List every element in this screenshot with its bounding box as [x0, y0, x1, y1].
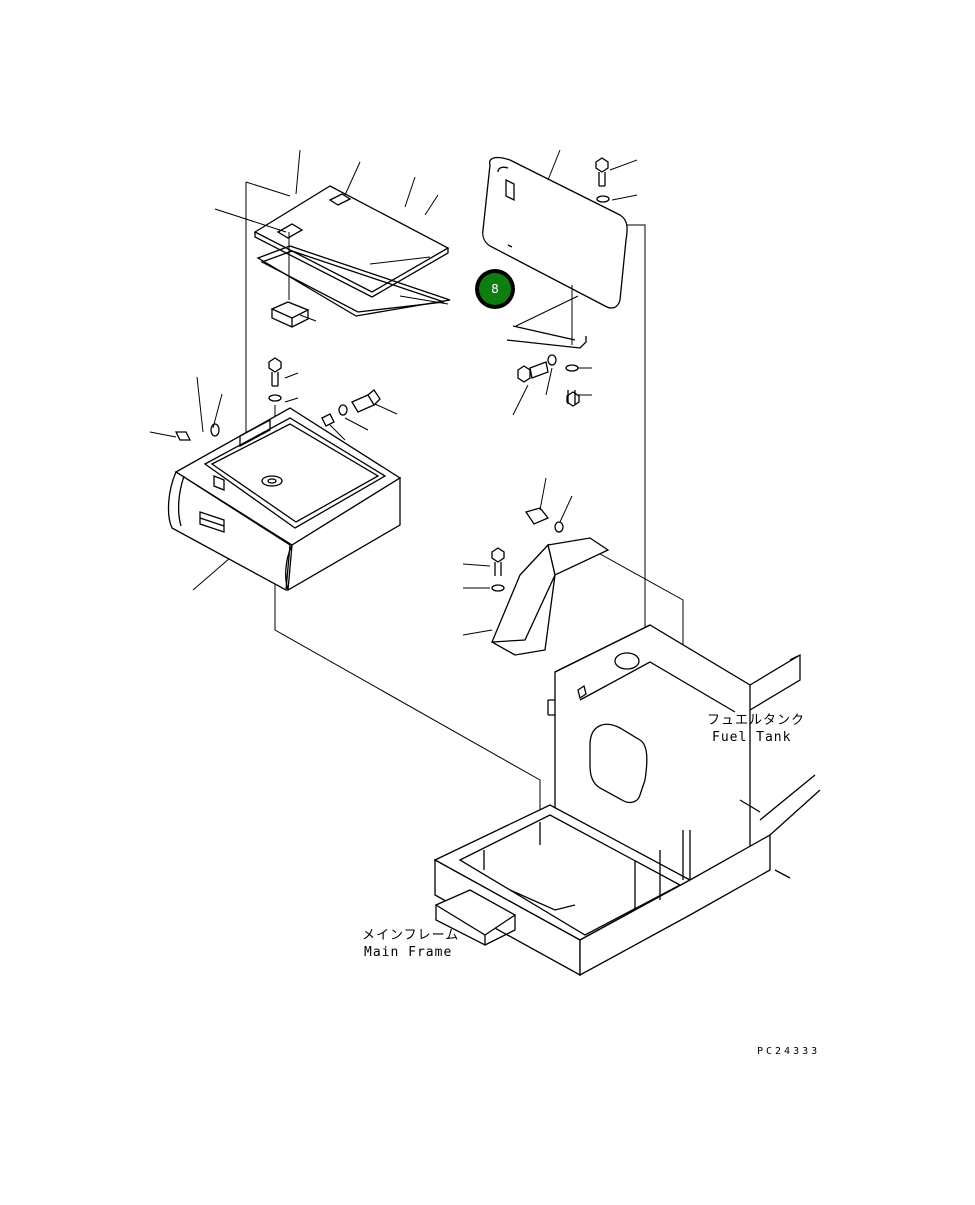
toolbox [167, 407, 402, 592]
callout-8-number: 8 [479, 273, 511, 305]
main-frame [433, 774, 821, 977]
leaders-upper-left [149, 149, 449, 591]
fuel-tank-label-jp: フュエルタンク [707, 713, 806, 728]
cover-bracket [506, 285, 587, 349]
main-frame-label-en: Main Frame [364, 945, 453, 960]
left-hardware [174, 357, 381, 441]
callout-8-badge: 8 [475, 269, 515, 309]
right-hardware [491, 157, 610, 592]
fuel-tank-label-en: Fuel Tank [712, 730, 792, 745]
leaders-upper-right [462, 149, 638, 636]
lid-plate [253, 185, 450, 298]
side-cover [482, 156, 628, 309]
main-frame-label-jp: メインフレーム [362, 928, 460, 943]
foam-block [270, 301, 310, 328]
lid-seal [256, 245, 451, 317]
drawing-code: PC24333 [757, 1046, 821, 1057]
step-bracket [490, 537, 610, 656]
